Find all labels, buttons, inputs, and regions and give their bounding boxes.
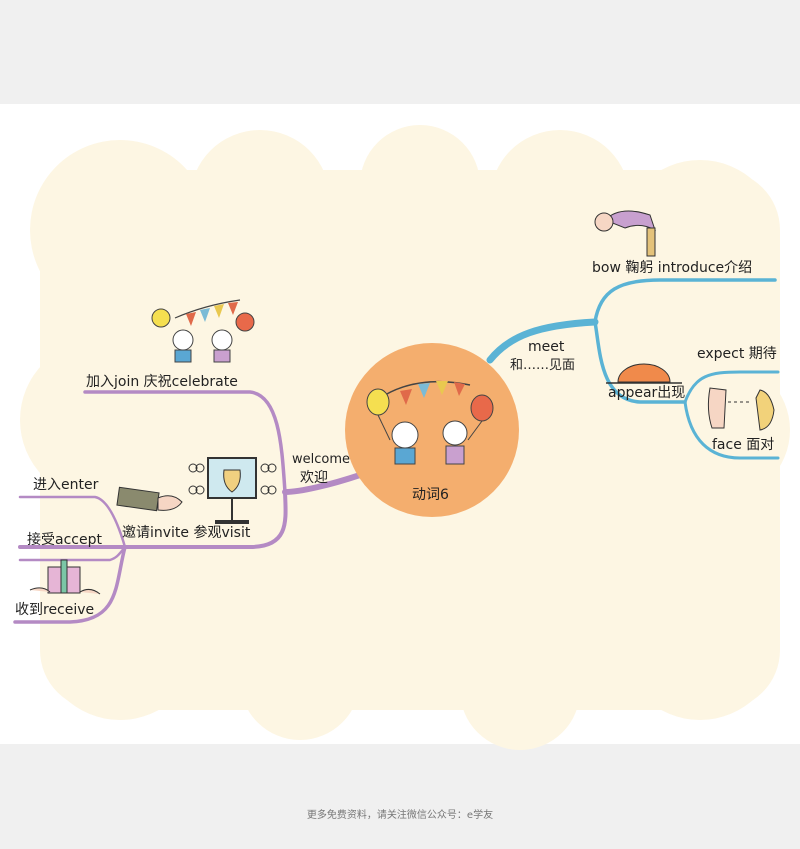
- accept-label: 接受accept: [27, 532, 102, 548]
- meet-zh-label: 和……见面: [510, 358, 576, 373]
- face-to-face-icon: [707, 387, 775, 431]
- welcome-zh-label: 欢迎: [300, 470, 328, 486]
- inviting-hand-icon: [116, 486, 183, 512]
- appear-label: appear出现: [608, 385, 686, 401]
- expect-label: expect 期待: [697, 346, 777, 362]
- museum-vase-icon: [188, 457, 277, 524]
- celebrate-kids-icon: [151, 299, 255, 363]
- gift-box-icon: [29, 559, 101, 595]
- welcome-branch: [13, 390, 363, 624]
- center-node: [345, 343, 519, 517]
- center-label: 动词6: [412, 487, 449, 503]
- meet-branch: [486, 278, 780, 460]
- join-celebrate-label: 加入join 庆祝celebrate: [86, 374, 238, 390]
- party-kids-icon: [366, 380, 494, 465]
- face-label: face 面对: [712, 437, 775, 453]
- receive-label: 收到receive: [15, 602, 95, 618]
- welcome-label: welcome: [292, 452, 351, 467]
- meet-label: meet: [528, 339, 565, 355]
- invite-visit-label: 邀请invite 参观visit: [122, 525, 251, 541]
- bowing-person-icon: [594, 210, 656, 257]
- bow-introduce-label: bow 鞠躬 introduce介绍: [592, 260, 753, 276]
- enter-label: 进入enter: [33, 477, 99, 493]
- footer-note: 更多免费资料，请关注微信公众号：e学友: [306, 810, 494, 821]
- sunrise-icon: [606, 363, 682, 384]
